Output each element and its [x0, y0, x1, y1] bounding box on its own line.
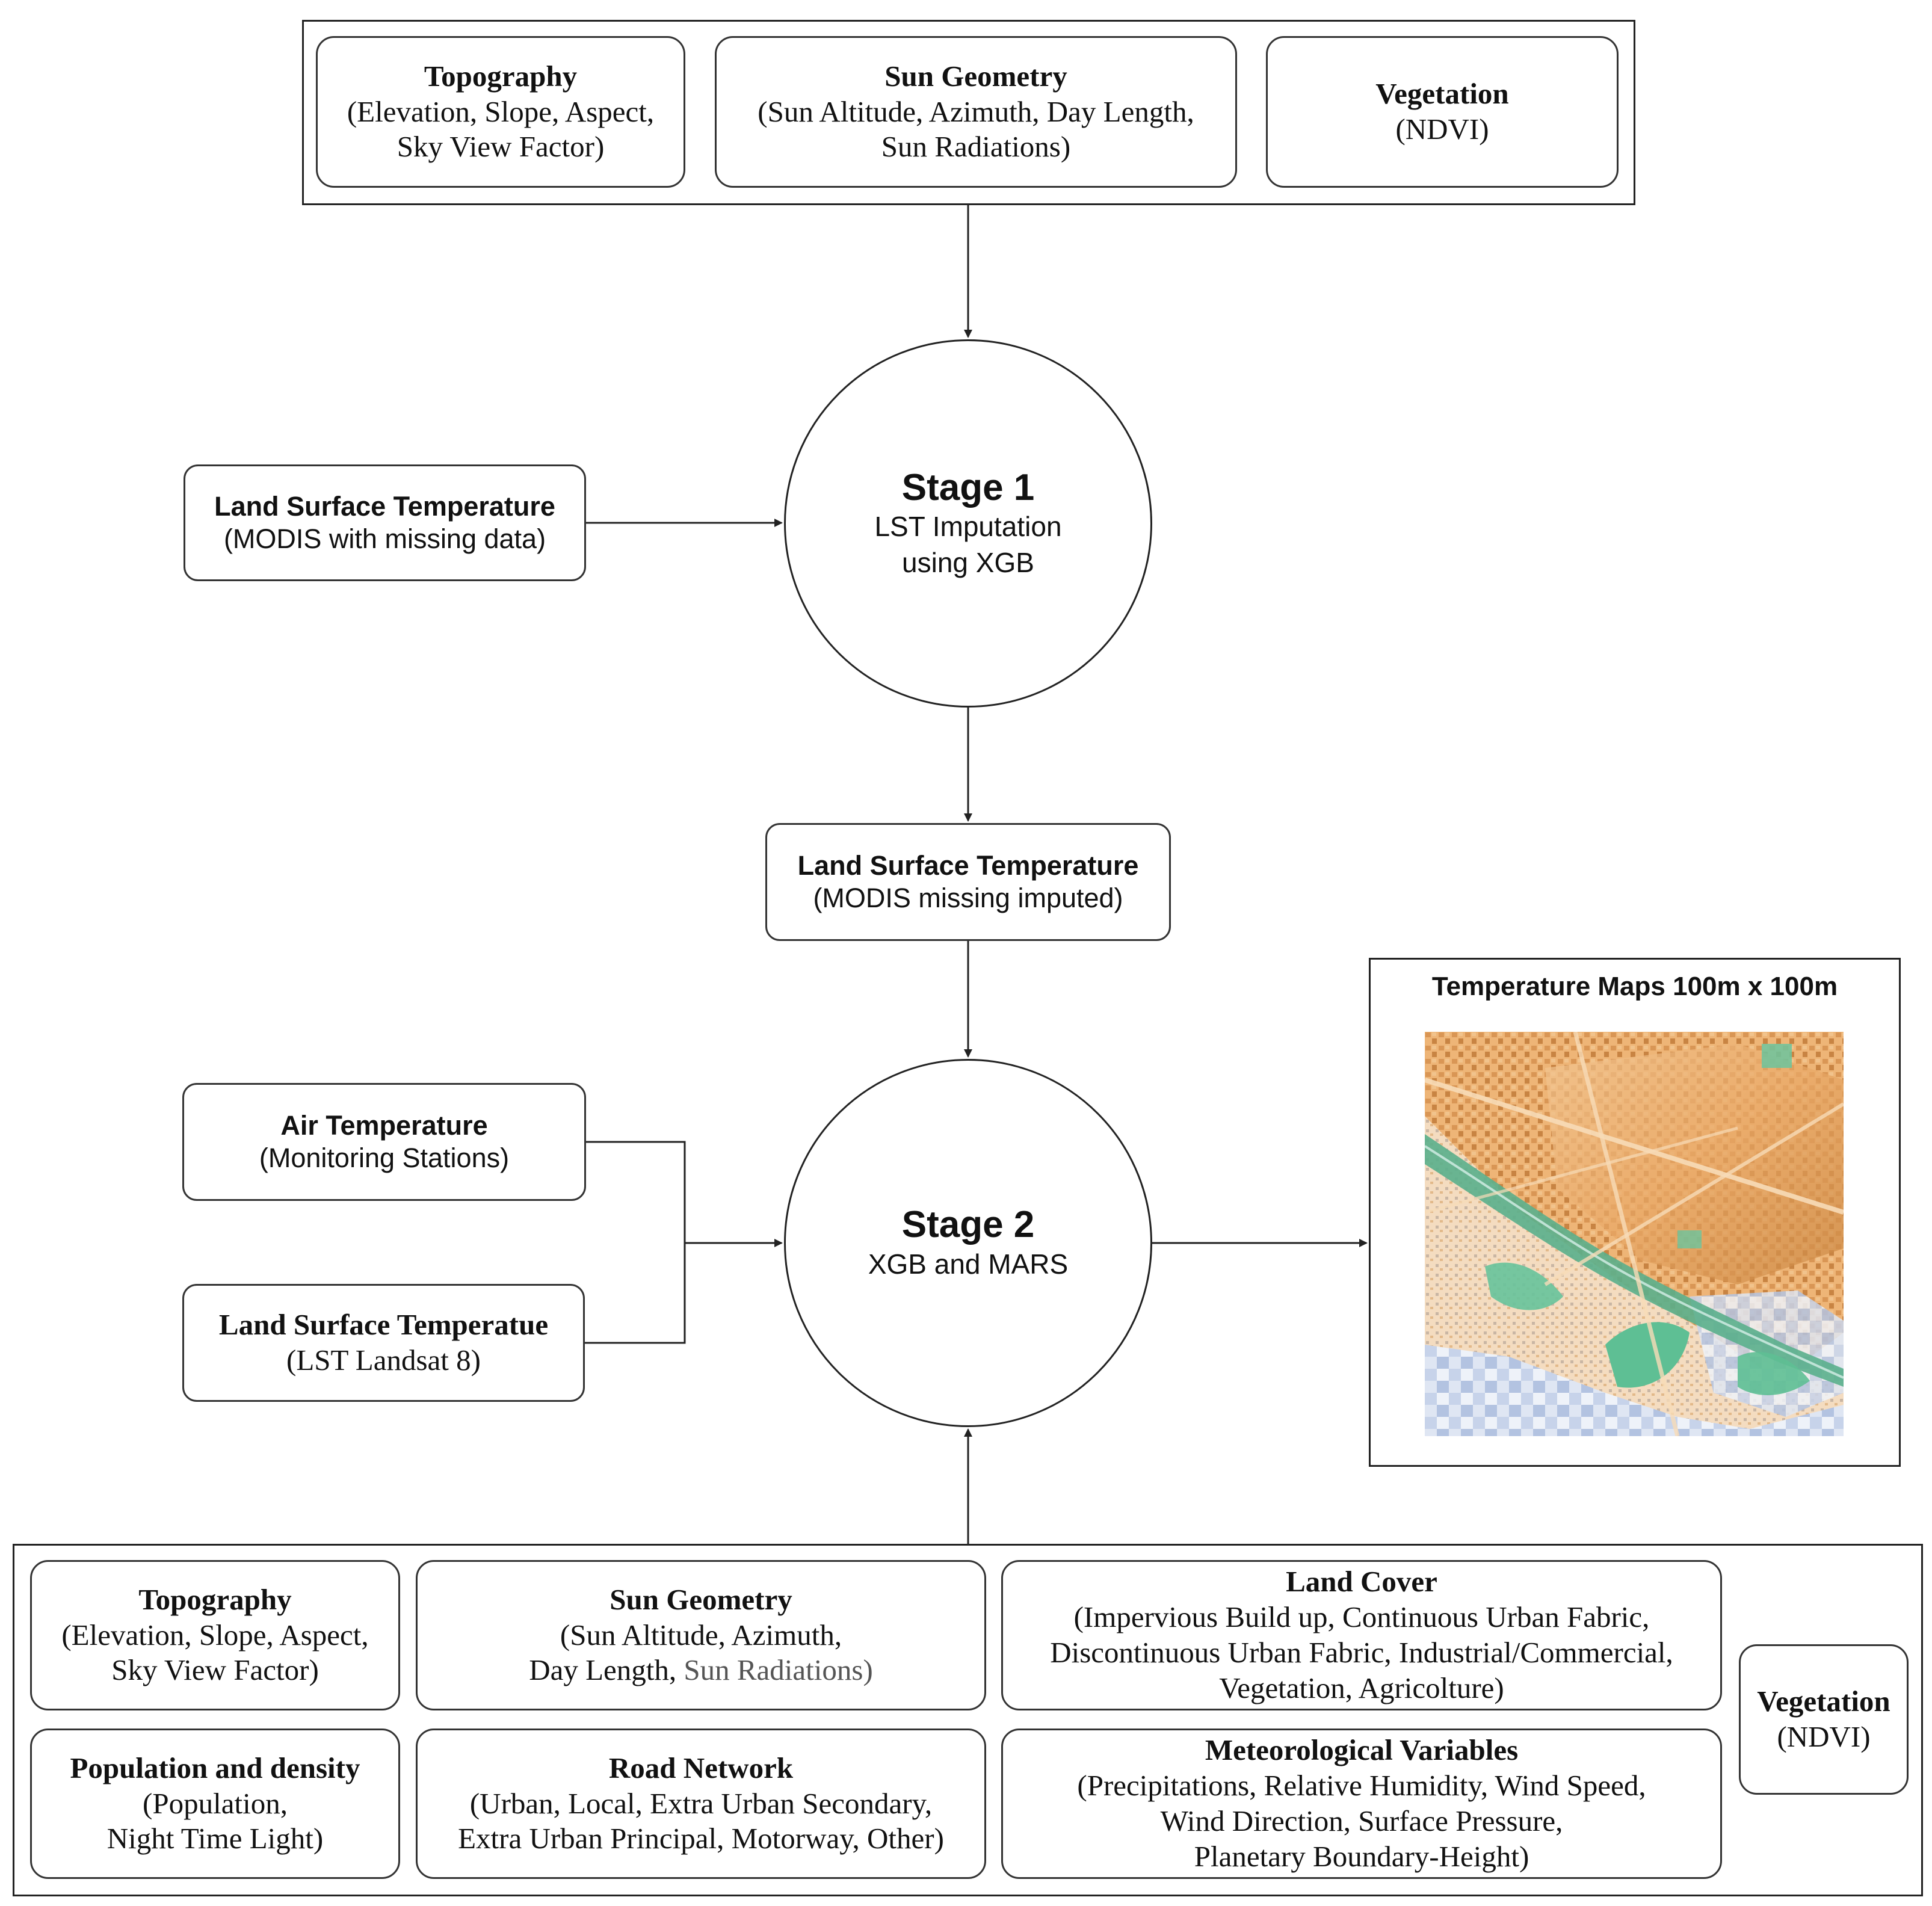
- bottom-topography-box: Topography (Elevation, Slope, Aspect, Sk…: [30, 1560, 400, 1710]
- bottom-sun-geometry-desc-2a: Day Length,: [529, 1653, 684, 1687]
- air-temperature-box: Air Temperature (Monitoring Stations): [182, 1083, 586, 1201]
- bottom-vegetation-desc: (NDVI): [1777, 1720, 1871, 1753]
- top-sun-geometry-title: Sun Geometry: [884, 59, 1067, 93]
- bottom-vegetation-title: Vegetation: [1757, 1685, 1890, 1718]
- top-sun-geometry-desc-1: (Sun Altitude, Azimuth, Day Length,: [758, 94, 1194, 128]
- bottom-population-desc-1: (Population,: [143, 1786, 288, 1820]
- temperature-maps-title: Temperature Maps 100m x 100m: [1431, 972, 1838, 1001]
- top-sun-geometry-box: Sun Geometry (Sun Altitude, Azimuth, Day…: [715, 36, 1237, 188]
- top-topography-title: Topography: [424, 59, 578, 93]
- top-topography-box: Topography (Elevation, Slope, Aspect, Sk…: [316, 36, 685, 188]
- bottom-sun-geometry-box: Sun Geometry (Sun Altitude, Azimuth, Day…: [416, 1560, 986, 1710]
- stage1-line2: using XGB: [902, 546, 1034, 578]
- air-temperature-desc: (Monitoring Stations): [259, 1143, 510, 1173]
- bottom-topography-desc-1: (Elevation, Slope, Aspect,: [61, 1618, 369, 1652]
- bottom-population-desc-2: Night Time Light): [106, 1822, 324, 1855]
- lst-modis-imputed-title: Land Surface Temperature: [797, 850, 1139, 881]
- temperature-maps-panel: Temperature Maps 100m x 100m: [1369, 958, 1901, 1467]
- air-temperature-title: Air Temperature: [280, 1110, 488, 1141]
- top-sun-geometry-desc-2: Sun Radiations): [881, 130, 1071, 164]
- bottom-road-network-title: Road Network: [608, 1751, 794, 1784]
- top-topography-desc-2: Sky View Factor): [397, 130, 605, 164]
- bottom-road-network-box: Road Network (Urban, Local, Extra Urban …: [416, 1729, 986, 1879]
- bottom-meteorological-desc-2: Wind Direction, Surface Pressure,: [1160, 1804, 1563, 1837]
- bottom-land-cover-box: Land Cover (Impervious Build up, Continu…: [1001, 1560, 1722, 1710]
- stage1-title: Stage 1: [901, 466, 1035, 508]
- bottom-land-cover-desc-1: (Impervious Build up, Continuous Urban F…: [1073, 1600, 1650, 1634]
- top-vegetation-box: Vegetation (NDVI): [1266, 36, 1619, 188]
- top-vegetation-desc: (NDVI): [1395, 113, 1489, 146]
- bottom-sun-geometry-title: Sun Geometry: [610, 1582, 792, 1616]
- bottom-meteorological-desc-1: (Precipitations, Relative Humidity, Wind…: [1077, 1769, 1646, 1803]
- lst-modis-missing-desc: (MODIS with missing data): [223, 523, 546, 554]
- bottom-population-box: Population and density (Population, Nigh…: [30, 1729, 400, 1879]
- lst-modis-missing-title: Land Surface Temperature: [214, 491, 555, 522]
- bottom-meteorological-box: Meteorological Variables (Precipitations…: [1001, 1729, 1722, 1879]
- bottom-topography-title: Topography: [138, 1582, 292, 1616]
- stage1-node: Stage 1 LST Imputation using XGB: [784, 339, 1152, 708]
- connector-air-temperature: [585, 1141, 686, 1344]
- lst-modis-imputed-box: Land Surface Temperature (MODIS missing …: [765, 823, 1171, 941]
- temperature-map-image: [1425, 1032, 1844, 1436]
- lst-landsat-title: Land Surface Temperatue: [218, 1308, 549, 1342]
- bottom-input-group: [13, 1544, 1923, 1896]
- top-topography-desc-1: (Elevation, Slope, Aspect,: [347, 94, 655, 128]
- bottom-topography-desc-2: Sky View Factor): [111, 1653, 319, 1687]
- bottom-sun-geometry-desc-2b: Sun Radiations): [684, 1653, 873, 1687]
- bottom-sun-geometry-desc-1: (Sun Altitude, Azimuth,: [560, 1618, 842, 1652]
- bottom-meteorological-title: Meteorological Variables: [1205, 1733, 1519, 1767]
- bottom-population-title: Population and density: [70, 1751, 360, 1784]
- bottom-road-network-desc-1: (Urban, Local, Extra Urban Secondary,: [469, 1786, 933, 1820]
- lst-modis-missing-box: Land Surface Temperature (MODIS with mis…: [184, 464, 586, 581]
- bottom-vegetation-box: Vegetation (NDVI): [1739, 1644, 1909, 1795]
- stage2-line1: XGB and MARS: [868, 1248, 1069, 1280]
- bottom-land-cover-desc-2: Discontinuous Urban Fabric, Industrial/C…: [1050, 1636, 1673, 1669]
- top-input-group: [302, 20, 1635, 205]
- lst-landsat-box: Land Surface Temperatue (LST Landsat 8): [182, 1284, 585, 1402]
- bottom-meteorological-desc-3: Planetary Boundary-Height): [1194, 1839, 1529, 1873]
- bottom-land-cover-desc-3: Vegetation, Agricolture): [1219, 1671, 1504, 1704]
- top-vegetation-title: Vegetation: [1375, 77, 1509, 111]
- stage2-node: Stage 2 XGB and MARS: [784, 1059, 1152, 1427]
- lst-modis-imputed-desc: (MODIS missing imputed): [813, 883, 1123, 913]
- bottom-road-network-desc-2: Extra Urban Principal, Motorway, Other): [458, 1822, 944, 1855]
- stage2-title: Stage 2: [901, 1204, 1035, 1246]
- stage1-line1: LST Imputation: [874, 510, 1062, 542]
- lst-landsat-desc: (LST Landsat 8): [286, 1343, 481, 1377]
- bottom-sun-geometry-desc-2: Day Length, Sun Radiations): [529, 1653, 873, 1688]
- bottom-land-cover-title: Land Cover: [1286, 1565, 1437, 1599]
